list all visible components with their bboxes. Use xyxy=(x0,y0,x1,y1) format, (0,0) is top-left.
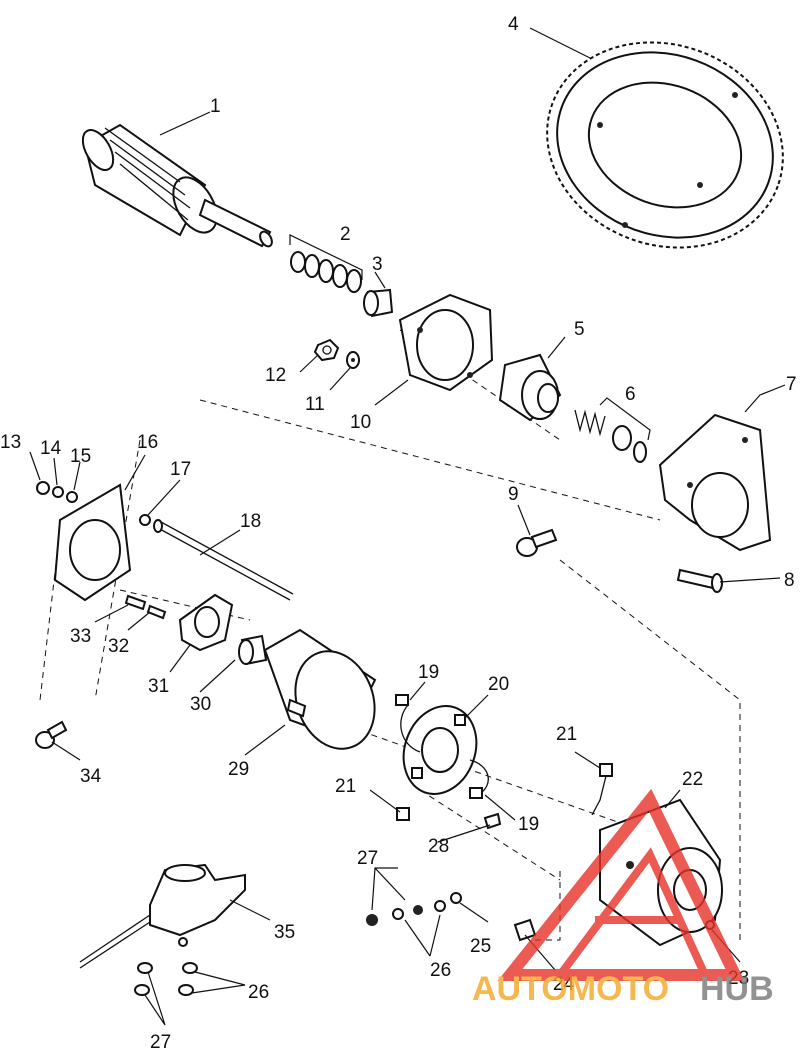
screw-part-32 xyxy=(146,604,167,620)
callout-35: 35 xyxy=(274,922,295,943)
leader-lines xyxy=(29,27,786,1026)
callout-4: 4 xyxy=(508,14,519,35)
brush-holder-part-31 xyxy=(178,593,234,652)
callout-30: 30 xyxy=(190,694,211,715)
nut-part-13 xyxy=(36,481,50,495)
bolt-part-34 xyxy=(35,720,68,749)
nut-part-12 xyxy=(313,338,340,362)
callout-12: 12 xyxy=(265,365,286,386)
callout-25: 25 xyxy=(470,936,491,957)
callout-3: 3 xyxy=(372,254,383,275)
watermark-text-automoto: AUTOMOTO xyxy=(472,970,669,1008)
callout-5: 5 xyxy=(574,319,585,340)
bushing-part-30 xyxy=(238,634,268,666)
callout-27b: 27 xyxy=(150,1032,171,1052)
bolt-part-8 xyxy=(676,568,723,593)
callout-22: 22 xyxy=(682,769,703,790)
callout-26b: 26 xyxy=(248,982,269,1003)
bolt-part-9 xyxy=(516,528,558,557)
pinion-clutch-part-5 xyxy=(498,353,562,422)
callout-17: 17 xyxy=(170,459,191,480)
callout-33: 33 xyxy=(70,626,91,647)
callout-21b: 21 xyxy=(556,724,577,745)
callout-10: 10 xyxy=(350,412,371,433)
callout-13: 13 xyxy=(0,432,21,453)
nut-part-26-upper xyxy=(392,900,446,920)
callout-21a: 21 xyxy=(335,776,356,797)
drive-end-housing-part-10 xyxy=(398,293,494,392)
callout-34: 34 xyxy=(80,766,102,787)
callout-9: 9 xyxy=(508,484,519,505)
end-plate-part-16 xyxy=(53,483,132,602)
watermark-logo: AUTOMOTO HUB xyxy=(472,788,774,1008)
callout-20: 20 xyxy=(488,674,509,695)
callout-32: 32 xyxy=(108,636,129,657)
through-bolt-part-18 xyxy=(153,519,294,601)
plate-part-24 xyxy=(513,918,537,942)
solenoid-part-35 xyxy=(79,863,246,969)
brush-part-19b xyxy=(469,787,483,799)
callout-26a: 26 xyxy=(430,960,451,981)
callout-11: 11 xyxy=(305,394,325,415)
callout-19b: 19 xyxy=(518,814,539,835)
screw-part-33 xyxy=(124,594,147,611)
washer-part-11 xyxy=(346,351,360,369)
callout-18: 18 xyxy=(240,511,261,532)
nuts-part-26-27-lower xyxy=(134,962,198,996)
callout-7: 7 xyxy=(786,374,797,395)
brush-plate-part-20 xyxy=(400,704,489,796)
callout-31: 31 xyxy=(148,676,169,697)
callout-8: 8 xyxy=(784,570,795,591)
nut-part-27-upper xyxy=(366,914,378,926)
washer-part-25 xyxy=(450,892,462,904)
callout-labels: 1 2 3 4 5 6 7 8 9 10 11 12 13 14 15 16 1… xyxy=(0,14,797,1052)
bushing-part-3 xyxy=(363,288,394,318)
callout-16: 16 xyxy=(137,432,158,453)
armature-part-1 xyxy=(81,123,273,248)
field-frame-part-29 xyxy=(263,628,377,750)
callout-28: 28 xyxy=(428,836,449,857)
brush-part-19 xyxy=(395,694,409,706)
callout-15: 15 xyxy=(70,446,91,467)
watermark-text-hub: HUB xyxy=(700,970,774,1008)
callout-1: 1 xyxy=(210,96,221,117)
callout-27a: 27 xyxy=(357,848,378,869)
callout-14: 14 xyxy=(40,438,62,459)
bracket-part-7 xyxy=(658,413,772,552)
callout-19a: 19 xyxy=(418,662,439,683)
callout-2: 2 xyxy=(340,224,351,245)
lockwasher-part-14 xyxy=(52,486,64,498)
callout-6: 6 xyxy=(625,384,636,405)
washer-part-15 xyxy=(66,491,78,503)
terminal-part-21b xyxy=(591,763,613,816)
spring-collar-part-6 xyxy=(574,409,647,463)
terminal-part-21a xyxy=(396,807,410,821)
ring-gear-part-4 xyxy=(546,41,784,249)
callout-29: 29 xyxy=(228,759,249,780)
insulator-part-28 xyxy=(483,812,502,830)
washer-part-17 xyxy=(139,514,151,526)
spring-part-2 xyxy=(290,251,362,293)
